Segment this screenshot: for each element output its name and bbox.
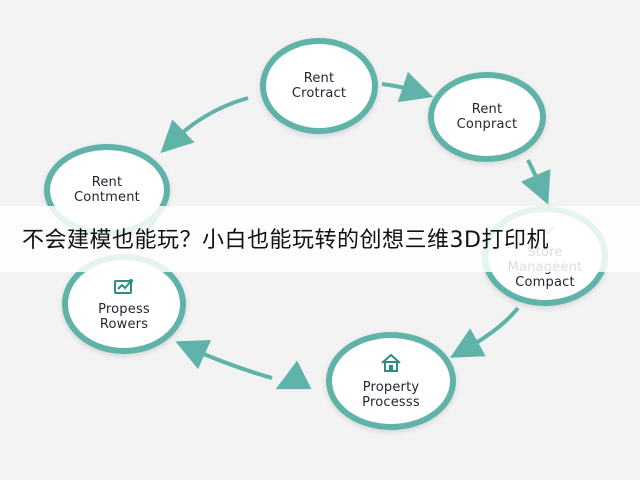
caption-banner (0, 206, 640, 272)
caption-text: 不会建模也能玩？小白也能玩转的创想三维3D打印机 (22, 228, 549, 253)
arrow-bottom-to-left-lower-2 (175, 339, 273, 380)
node-rent-contment-label: Rent Contment (74, 175, 140, 205)
node-rent-crotract-label: Rent Crotract (291, 71, 347, 101)
node-rent-crotract: Rent Crotract (260, 38, 378, 134)
arrow-bottom-to-left-lower-1 (275, 360, 312, 390)
node-rent-conpract: Rent Conpract (428, 72, 546, 162)
document-chart-icon (113, 277, 135, 299)
house-icon (379, 353, 403, 377)
arrow-right-upper-to-right-lower (520, 159, 551, 205)
arrow-top-to-left-upper (160, 96, 249, 154)
node-property-processs-label: Property Processs (362, 379, 420, 410)
node-property-processs: Property Processs (326, 332, 456, 430)
node-propess-rowers-label: Propess Rowers (98, 301, 150, 332)
arrow-right-lower-to-bottom (450, 306, 520, 358)
arrow-top-to-right-upper (381, 71, 434, 103)
node-rent-conpract-label: Rent Conpract (456, 102, 518, 132)
